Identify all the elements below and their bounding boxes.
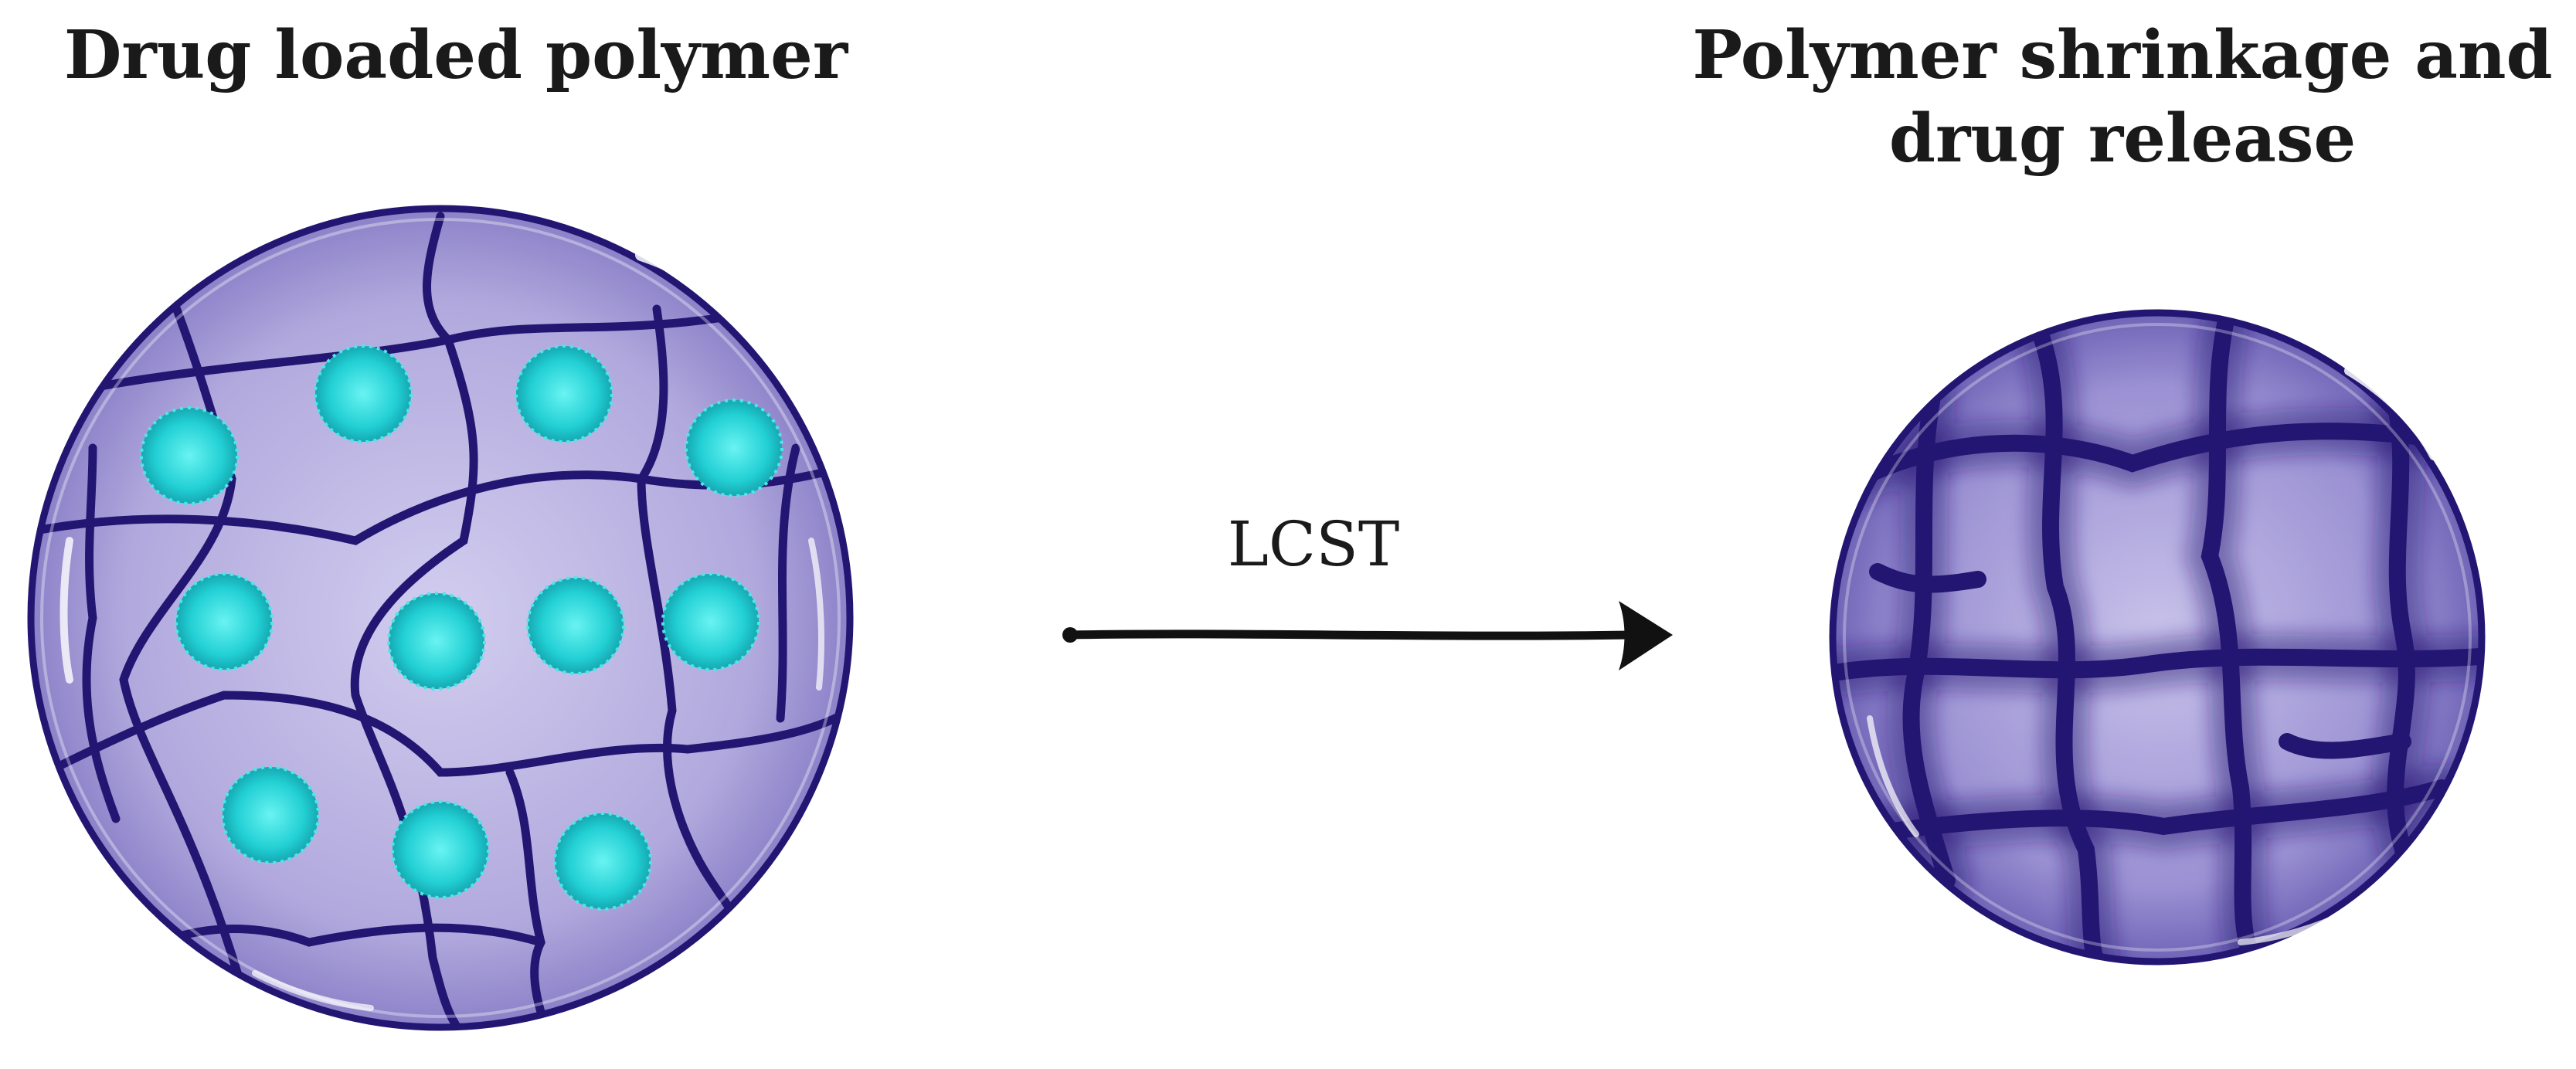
- drug-particle: [140, 406, 239, 505]
- shrunken-polymer-sphere: [1829, 309, 2486, 965]
- polymer-chain: [350, 212, 478, 1027]
- polymer-chain: [1902, 393, 1956, 889]
- polymer-chain: [637, 304, 777, 993]
- polymer-chain: [2031, 324, 2110, 962]
- polymer-chain: [42, 691, 850, 777]
- drug-particle: [391, 800, 490, 899]
- polymer-chain: [1869, 563, 1986, 593]
- drug-particle: [387, 592, 486, 691]
- polymer-chain: [31, 304, 777, 406]
- drug-particle: [515, 344, 613, 443]
- polymer-chain: [82, 443, 121, 823]
- drug-loaded-polymer-sphere: [27, 205, 854, 1031]
- drug-particle: [661, 572, 760, 671]
- polymer-chain: [1861, 779, 2450, 843]
- drug-particle: [221, 765, 320, 864]
- drug-particle: [685, 399, 783, 497]
- polymer-shrinkage-title-line2: drug release: [1888, 99, 2357, 178]
- drug-loaded-polymer-title: Drug loaded polymer: [63, 16, 848, 94]
- drug-particle: [175, 572, 274, 671]
- polymer-chain: [776, 443, 800, 723]
- polymer-shrinkage-title: Polymer shrinkage and drug release: [1669, 14, 2576, 180]
- polymer-shrinkage-title-line1: Polymer shrinkage and: [1692, 16, 2553, 94]
- polymer-chain: [2279, 733, 2411, 759]
- polymer-chain: [1833, 648, 2482, 680]
- drug-particle: [553, 812, 652, 911]
- lcst-arrow: [1062, 601, 1673, 670]
- polymer-chain: [2200, 316, 2265, 962]
- arrow-head-icon: [1619, 601, 1673, 670]
- drug-particle: [526, 576, 625, 675]
- lcst-label: LCST: [1227, 508, 1400, 580]
- polymer-chain: [2387, 393, 2415, 858]
- drug-particle: [314, 344, 413, 443]
- polymer-chain: [119, 250, 260, 1027]
